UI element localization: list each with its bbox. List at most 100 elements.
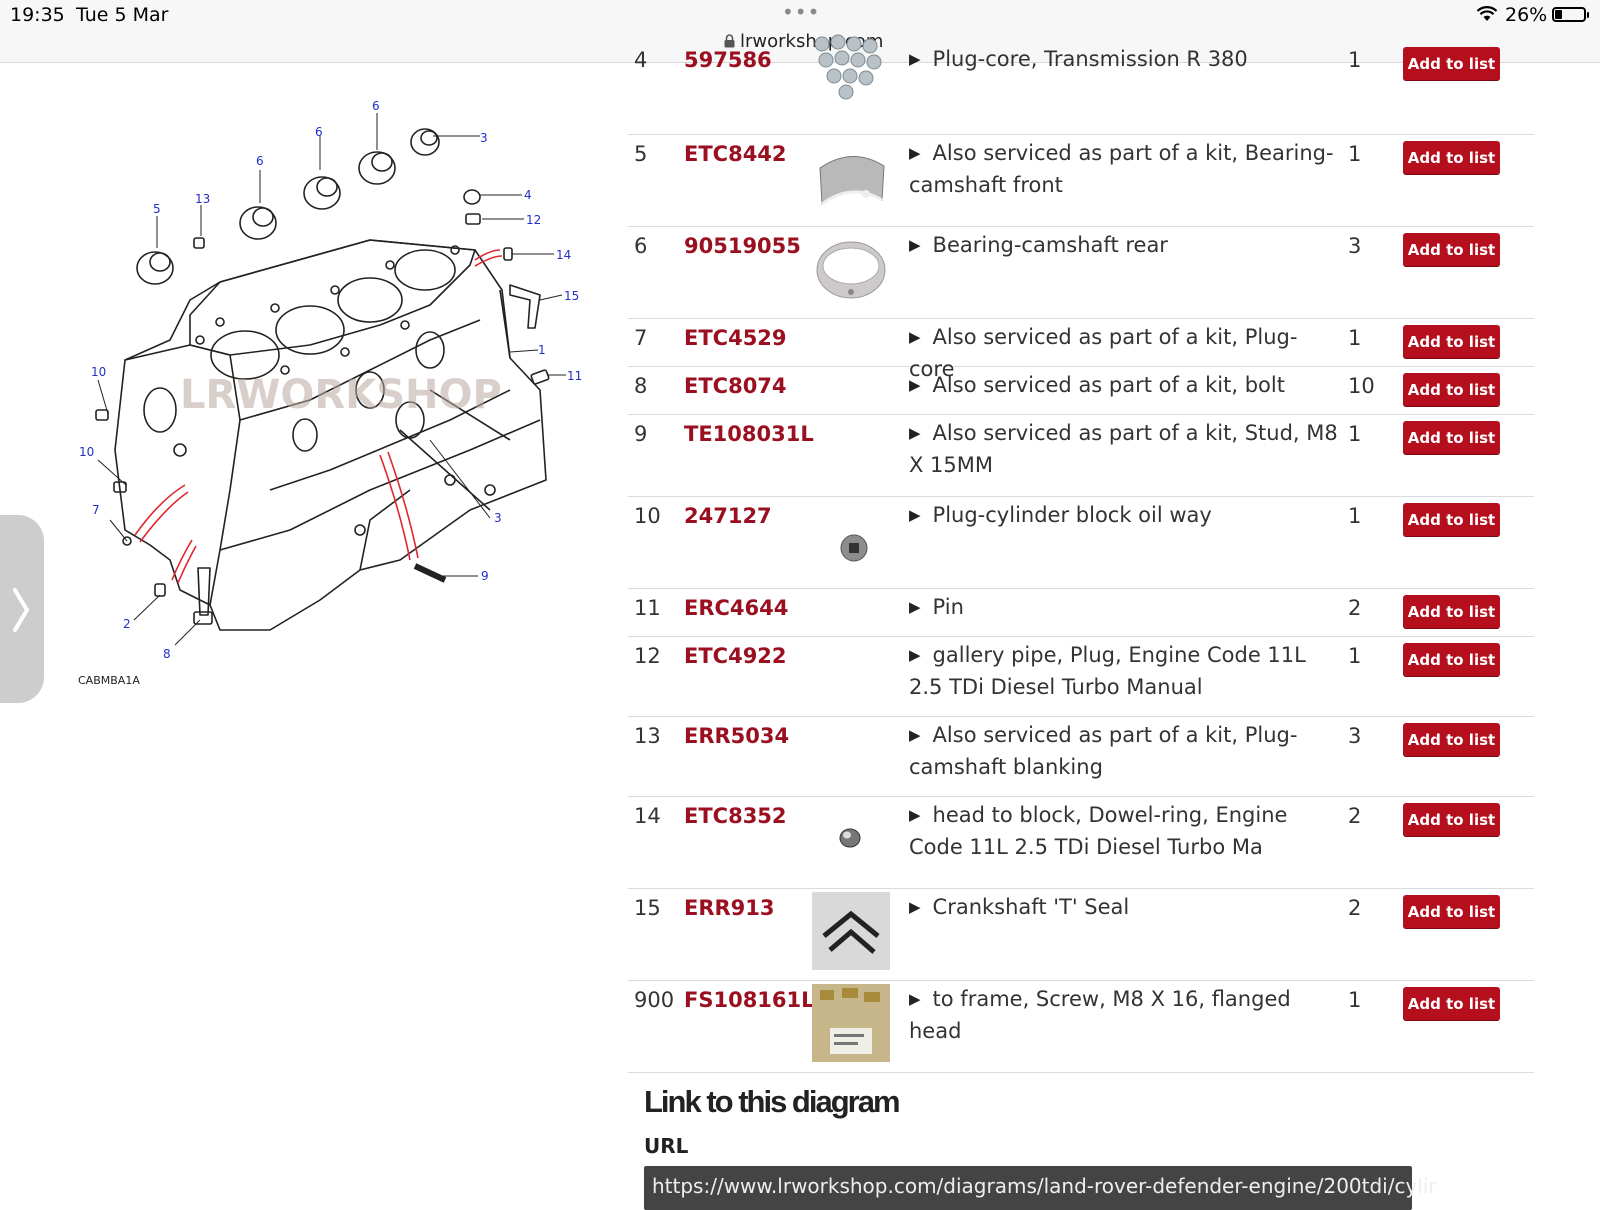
part-description[interactable]: ▶gallery pipe, Plug, Engine Code 11L 2.5…	[909, 639, 1339, 703]
part-number-link[interactable]: ETC8442	[684, 142, 787, 166]
callout-5: 5	[153, 202, 161, 216]
part-number-link[interactable]: ERR5034	[684, 724, 790, 748]
part-number-link[interactable]: 90519055	[684, 234, 801, 258]
part-description[interactable]: ▶Also serviced as part of a kit, Stud, M…	[909, 417, 1339, 481]
add-to-list-button[interactable]: Add to list	[1403, 233, 1500, 266]
expand-triangle-icon[interactable]: ▶	[909, 726, 921, 744]
expand-triangle-icon[interactable]: ▶	[909, 646, 921, 664]
part-number-link[interactable]: 247127	[684, 504, 772, 528]
part-number-link[interactable]: TE108031L	[684, 422, 814, 446]
part-description[interactable]: ▶ Pin	[909, 591, 1339, 623]
add-to-list-button[interactable]: Add to list	[1403, 595, 1500, 628]
part-description[interactable]: ▶Also serviced as part of a kit, Bearing…	[909, 137, 1339, 201]
expand-triangle-icon[interactable]: ▶	[909, 506, 921, 524]
part-description[interactable]: ▶Also serviced as part of a kit, Plug-ca…	[909, 719, 1339, 783]
quantity: 1	[1348, 988, 1362, 1012]
callout-4: 4	[524, 188, 532, 202]
oil-plug-icon[interactable]	[812, 500, 890, 578]
row-number: 14	[634, 804, 661, 828]
part-number-link[interactable]: ETC8074	[684, 374, 787, 398]
part-description-text: gallery pipe, Plug, Engine Code 11L 2.5 …	[909, 643, 1306, 699]
callout-13: 13	[195, 192, 210, 206]
row-number: 7	[634, 326, 648, 350]
expand-triangle-icon[interactable]: ▶	[909, 898, 921, 916]
part-number-link[interactable]: ERC4644	[684, 596, 789, 620]
add-to-list-button[interactable]: Add to list	[1403, 503, 1500, 536]
add-to-list-button[interactable]: Add to list	[1403, 141, 1500, 174]
part-number-link[interactable]: ETC4529	[684, 326, 787, 350]
add-to-list-button[interactable]: Add to list	[1403, 643, 1500, 676]
add-to-list-button[interactable]: Add to list	[1403, 421, 1500, 454]
diagram-url-field[interactable]: https://www.lrworkshop.com/diagrams/land…	[644, 1166, 1437, 1210]
add-to-list-button[interactable]: Add to list	[1403, 895, 1500, 928]
add-to-list-button[interactable]: Add to list	[1403, 723, 1500, 756]
add-to-list-button[interactable]: Add to list	[1403, 325, 1500, 358]
screw-bag-icon[interactable]	[812, 984, 890, 1062]
callout-6b: 6	[315, 125, 323, 139]
row-number: 12	[634, 644, 661, 668]
battery-percent: 26%	[1505, 4, 1548, 26]
dowel-ring-icon[interactable]	[812, 800, 890, 878]
callout-14: 14	[556, 248, 571, 262]
expand-triangle-icon[interactable]: ▶	[909, 424, 921, 442]
part-number-link[interactable]: 597586	[684, 48, 772, 72]
part-description[interactable]: ▶to frame, Screw, M8 X 16, flanged head	[909, 983, 1339, 1047]
part-number-link[interactable]: ERR913	[684, 896, 775, 920]
part-description-text: Also serviced as part of a kit, bolt	[932, 373, 1285, 397]
part-description-text: head to block, Dowel-ring, Engine Code 1…	[909, 803, 1288, 859]
callout-3a: 3	[480, 131, 488, 145]
part-description-text: Also serviced as part of a kit, Bearing-…	[909, 141, 1334, 197]
callout-6c: 6	[256, 154, 264, 168]
callout-2: 2	[123, 617, 131, 631]
lock-icon	[724, 32, 735, 53]
part-description-text: Pin	[932, 595, 964, 619]
part-description-text: Also serviced as part of a kit, Plug-cam…	[909, 723, 1298, 779]
watermark: LRWORKSHOP	[180, 372, 502, 418]
callout-1: 1	[538, 343, 546, 357]
bearing-rear-icon[interactable]	[812, 230, 890, 308]
part-description[interactable]: ▶ Also serviced as part of a kit, bolt	[909, 369, 1339, 401]
part-description[interactable]: ▶Also serviced as part of a kit, Plug-co…	[909, 321, 1339, 385]
add-to-list-button[interactable]: Add to list	[1403, 803, 1500, 836]
expand-triangle-icon[interactable]: ▶	[909, 50, 921, 68]
part-number-link[interactable]: ETC8352	[684, 804, 787, 828]
callout-9: 9	[481, 569, 489, 583]
add-to-list-button[interactable]: Add to list	[1403, 373, 1500, 406]
quantity: 10	[1348, 374, 1375, 398]
multitask-dots-icon[interactable]: •••	[782, 0, 821, 24]
expand-triangle-icon[interactable]: ▶	[909, 328, 921, 346]
url-label: URL	[644, 1134, 689, 1158]
add-to-list-button[interactable]: Add to list	[1403, 47, 1500, 80]
expand-triangle-icon[interactable]: ▶	[909, 990, 921, 1008]
row-number: 900	[634, 988, 675, 1012]
plug-core-icon[interactable]	[812, 34, 890, 114]
battery-icon	[1552, 7, 1589, 22]
add-to-list-button[interactable]: Add to list	[1403, 987, 1500, 1020]
table-row: 900 FS108161L ▶to frame, Screw, M8 X 16, f…	[628, 980, 1534, 1073]
part-description[interactable]: ▶Crankshaft 'T' Seal	[909, 891, 1339, 923]
callout-7: 7	[92, 503, 100, 517]
expand-triangle-icon[interactable]: ▶	[909, 598, 921, 616]
side-panel-handle[interactable]	[0, 515, 44, 703]
expand-triangle-icon[interactable]: ▶	[909, 144, 921, 162]
part-description[interactable]: ▶head to block, Dowel-ring, Engine Code …	[909, 799, 1339, 863]
bearing-icon[interactable]	[812, 138, 890, 216]
part-description-text: Plug-cylinder block oil way	[932, 503, 1212, 527]
expand-triangle-icon[interactable]: ▶	[909, 236, 921, 254]
part-description[interactable]: ▶ Plug-cylinder block oil way	[909, 499, 1339, 531]
t-seal-icon[interactable]	[812, 892, 890, 970]
callout-3b: 3	[494, 511, 502, 525]
part-description[interactable]: ▶Bearing-camshaft rear	[909, 229, 1339, 261]
part-number-link[interactable]: FS108161L	[684, 988, 815, 1012]
part-number-link[interactable]: ETC4922	[684, 644, 787, 668]
part-description[interactable]: ▶Plug-core, Transmission R 380	[909, 43, 1339, 75]
expand-triangle-icon[interactable]: ▶	[909, 806, 921, 824]
expand-triangle-icon[interactable]: ▶	[909, 376, 921, 394]
callout-15: 15	[564, 289, 579, 303]
engine-block-diagram: 1 2 3 3 4 5 6 6 6 7 8 9 10 10 11 12 13 1…	[70, 90, 610, 700]
